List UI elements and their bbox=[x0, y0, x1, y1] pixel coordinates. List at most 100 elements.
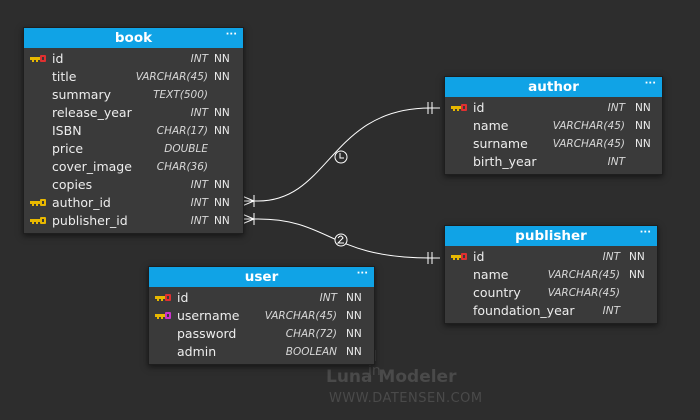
column-name: ISBN bbox=[52, 123, 82, 138]
column-name: publisher_id bbox=[52, 213, 128, 228]
column-type: INT bbox=[602, 305, 620, 317]
column-name: password bbox=[177, 326, 237, 341]
optional-circle-icon bbox=[334, 233, 348, 247]
column-row[interactable]: password CHAR(72) NN bbox=[149, 325, 374, 343]
table-header[interactable]: user ··· bbox=[149, 267, 374, 287]
column-name: id bbox=[473, 100, 485, 115]
table-header[interactable]: publisher ··· bbox=[445, 226, 657, 246]
column-name: id bbox=[177, 290, 189, 305]
column-name: copies bbox=[52, 177, 93, 192]
column-type: INT bbox=[602, 251, 620, 263]
column-type: VARCHAR(45) bbox=[552, 120, 625, 132]
column-row[interactable]: id INT NN bbox=[149, 289, 374, 307]
column-type: INT bbox=[319, 292, 337, 304]
column-name: country bbox=[473, 285, 521, 300]
pk-key-icon bbox=[451, 104, 467, 111]
ak-key-icon bbox=[155, 312, 171, 319]
column-type: CHAR(72) bbox=[285, 328, 337, 340]
column-name: cover_image bbox=[52, 159, 132, 174]
column-not-null: NN bbox=[635, 120, 651, 132]
column-type: VARCHAR(45) bbox=[547, 287, 620, 299]
one-marker-icon bbox=[427, 102, 433, 114]
column-not-null: NN bbox=[214, 125, 230, 137]
column-name: price bbox=[52, 141, 84, 156]
column-not-null: NN bbox=[214, 71, 230, 83]
column-name: name bbox=[473, 267, 509, 282]
column-row[interactable]: foundation_year INT bbox=[445, 302, 657, 320]
relation-book-publisher-line[interactable] bbox=[240, 218, 440, 259]
column-type: INT bbox=[190, 53, 208, 65]
column-name: foundation_year bbox=[473, 303, 575, 318]
column-not-null: NN bbox=[214, 107, 230, 119]
column-not-null: NN bbox=[635, 138, 651, 150]
column-not-null: NN bbox=[629, 269, 645, 281]
table-menu-icon[interactable]: ··· bbox=[356, 268, 368, 279]
column-not-null: NN bbox=[346, 310, 362, 322]
column-name: admin bbox=[177, 344, 217, 359]
column-not-null: NN bbox=[346, 292, 362, 304]
fk-key-icon bbox=[30, 217, 46, 224]
pk-key-icon bbox=[451, 253, 467, 260]
column-not-null: NN bbox=[346, 346, 362, 358]
fk-key-icon bbox=[30, 199, 46, 206]
column-row[interactable]: id INT NN bbox=[445, 248, 657, 266]
column-name: birth_year bbox=[473, 154, 537, 169]
pk-key-icon bbox=[155, 294, 171, 301]
optional-circle-icon bbox=[334, 150, 348, 164]
column-row[interactable]: birth_year INT bbox=[445, 153, 662, 171]
column-name: summary bbox=[52, 87, 111, 102]
column-not-null: NN bbox=[214, 53, 230, 65]
table-menu-icon[interactable]: ··· bbox=[644, 78, 656, 89]
column-name: release_year bbox=[52, 105, 132, 120]
table-menu-icon[interactable]: ··· bbox=[639, 227, 651, 238]
table-header[interactable]: author··· bbox=[445, 77, 662, 97]
column-name: author_id bbox=[52, 195, 111, 210]
column-name: username bbox=[177, 308, 240, 323]
column-row[interactable]: id INT NN bbox=[24, 50, 243, 68]
column-not-null: NN bbox=[214, 215, 230, 227]
column-row[interactable]: summary TEXT(500) bbox=[24, 86, 243, 104]
crows-foot-many-icon bbox=[241, 213, 256, 225]
column-not-null: NN bbox=[635, 102, 651, 114]
table-title: book bbox=[114, 30, 153, 46]
one-marker-icon bbox=[427, 252, 433, 264]
column-type: CHAR(17) bbox=[156, 125, 208, 137]
column-row[interactable]: country VARCHAR(45) bbox=[445, 284, 657, 302]
column-not-null: NN bbox=[214, 197, 230, 209]
column-name: id bbox=[473, 249, 485, 264]
relation-book-author-line[interactable] bbox=[240, 107, 440, 202]
column-type: INT bbox=[607, 156, 625, 168]
table-menu-icon[interactable]: ··· bbox=[225, 29, 237, 40]
column-row[interactable]: price DOUBLE bbox=[24, 140, 243, 158]
column-not-null: NN bbox=[214, 179, 230, 191]
column-not-null: NN bbox=[346, 328, 362, 340]
table-header[interactable]: book ··· bbox=[24, 28, 243, 48]
table-title: user bbox=[244, 269, 279, 285]
table-title: publisher bbox=[515, 228, 587, 244]
pk-key-icon bbox=[30, 55, 46, 62]
column-type: INT bbox=[607, 102, 625, 114]
column-type: DOUBLE bbox=[164, 143, 208, 155]
column-row[interactable]: id INT NN bbox=[445, 99, 662, 117]
column-row[interactable]: ISBN CHAR(17) NN bbox=[24, 122, 243, 140]
column-type: TEXT(500) bbox=[153, 89, 208, 101]
column-name: id bbox=[52, 51, 64, 66]
column-name: surname bbox=[473, 136, 528, 151]
column-not-null: NN bbox=[629, 251, 645, 263]
